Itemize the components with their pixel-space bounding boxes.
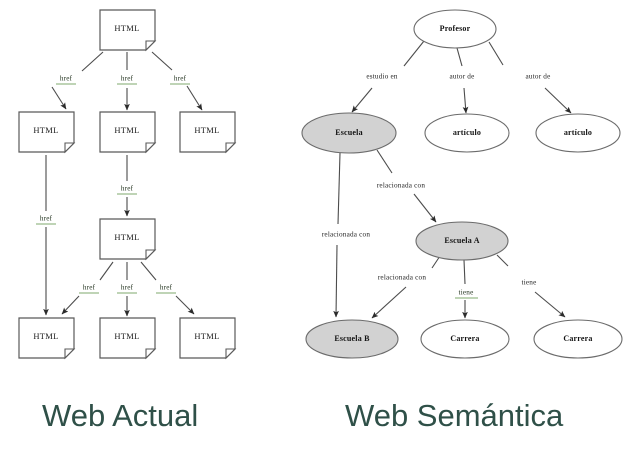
edge-href-5b: [61, 295, 80, 315]
edge-relacionada-3b: [371, 286, 407, 319]
node-escuela-a-label: Escuela A: [444, 236, 479, 245]
svg-text:href: href: [121, 185, 134, 193]
edge-tiene-2b: [534, 291, 566, 318]
edge-label-relacionada-1: relacionada con: [377, 182, 426, 190]
svg-text:href: href: [83, 284, 96, 292]
edge-label-href-4: href: [117, 185, 137, 195]
svg-text:tiene: tiene: [459, 289, 474, 297]
edge-relacionada-1b: [413, 193, 437, 223]
node-html-5-label: HTML: [33, 331, 58, 341]
node-html-2[interactable]: HTML: [99, 111, 157, 154]
left-edge-labels: href href href href href: [36, 75, 190, 294]
edge-tiene-2a: [496, 254, 509, 267]
edge-label-autor-de-2: autor de: [526, 73, 551, 81]
right-edge-labels: estudio en autor de autor de relacionada…: [322, 73, 551, 299]
right-edges: [333, 40, 572, 319]
node-articulo-1-label: artículo: [453, 128, 481, 137]
edge-label-href-3: href: [36, 215, 56, 225]
svg-text:href: href: [160, 284, 173, 292]
edge-label-href-7: href: [156, 284, 176, 294]
edge-autor-de-2a: [488, 41, 504, 66]
left-edges: [43, 51, 203, 317]
edge-relacionada-1a: [376, 149, 393, 174]
node-escuela[interactable]: Escuela: [301, 112, 397, 154]
right-diagram-group: Profesor Escuela artículo artículo Escue…: [301, 9, 623, 359]
svg-text:href: href: [121, 284, 134, 292]
node-html-1-label: HTML: [33, 125, 58, 135]
edge-href-2a: [151, 51, 173, 71]
node-articulo-1[interactable]: artículo: [424, 113, 510, 153]
node-html-6-label: HTML: [114, 331, 139, 341]
node-articulo-2-label: artículo: [564, 128, 592, 137]
caption-web-actual: Web Actual: [42, 398, 199, 433]
edge-label-tiene-2: tiene: [522, 279, 537, 287]
edge-label-href-2: href: [170, 75, 190, 85]
edge-label-tiene-1: tiene: [455, 289, 478, 299]
node-profesor[interactable]: Profesor: [413, 9, 497, 49]
node-html-0[interactable]: HTML: [99, 9, 157, 52]
node-escuela-a[interactable]: Escuela A: [415, 221, 509, 261]
svg-text:href: href: [121, 75, 134, 83]
svg-text:href: href: [40, 215, 53, 223]
edge-href-7b: [175, 295, 195, 315]
left-diagram-group: HTML HTML HTML HTML HTML: [18, 9, 237, 360]
edge-autor-de-1b: [462, 87, 469, 114]
edge-autor-de-2b: [544, 87, 572, 114]
edge-href-0a: [81, 51, 104, 72]
edge-href-0b: [51, 86, 67, 110]
node-html-4[interactable]: HTML: [99, 218, 157, 261]
edge-relacionada-2a: [337, 152, 341, 225]
node-html-2-label: HTML: [114, 125, 139, 135]
node-carrera-2[interactable]: Carrera: [533, 319, 623, 359]
edge-estudio-en-b: [351, 87, 373, 113]
edge-label-relacionada-3: relacionada con: [378, 274, 427, 282]
node-html-4-label: HTML: [114, 232, 139, 242]
edge-label-estudio-en: estudio en: [366, 73, 398, 81]
edge-href-7a: [140, 261, 157, 281]
node-carrera-1[interactable]: Carrera: [420, 319, 510, 359]
edge-label-href-6: href: [117, 284, 137, 294]
node-articulo-2[interactable]: artículo: [535, 113, 621, 153]
edge-label-href-1: href: [117, 75, 137, 85]
node-html-1[interactable]: HTML: [18, 111, 76, 154]
edge-relacionada-2b: [333, 244, 339, 318]
node-html-5[interactable]: HTML: [18, 317, 76, 360]
node-carrera-2-label: Carrera: [563, 334, 592, 343]
node-html-3-label: HTML: [194, 125, 219, 135]
edge-href-2b: [186, 85, 203, 111]
node-html-6[interactable]: HTML: [99, 317, 157, 360]
edge-label-autor-de-1: autor de: [450, 73, 475, 81]
node-html-7[interactable]: HTML: [179, 317, 237, 360]
edge-estudio-en-a: [403, 40, 425, 67]
node-profesor-label: Profesor: [440, 24, 471, 33]
edge-label-href-0: href: [56, 75, 76, 85]
node-html-3[interactable]: HTML: [179, 111, 237, 154]
edge-tiene-1a: [463, 259, 466, 285]
node-escuela-label: Escuela: [335, 128, 363, 137]
node-escuela-b-label: Escuela B: [334, 334, 370, 343]
node-html-7-label: HTML: [194, 331, 219, 341]
node-carrera-1-label: Carrera: [450, 334, 479, 343]
edge-relacionada-3a: [431, 255, 441, 269]
svg-text:href: href: [174, 75, 187, 83]
svg-text:href: href: [60, 75, 73, 83]
edge-autor-de-1a: [456, 47, 463, 67]
edge-label-relacionada-2: relacionada con: [322, 231, 371, 239]
edge-label-href-5: href: [79, 284, 99, 294]
caption-web-semantica: Web Semántica: [345, 398, 564, 433]
node-html-0-label: HTML: [114, 23, 139, 33]
node-escuela-b[interactable]: Escuela B: [305, 319, 399, 359]
edge-href-5a: [99, 261, 114, 281]
